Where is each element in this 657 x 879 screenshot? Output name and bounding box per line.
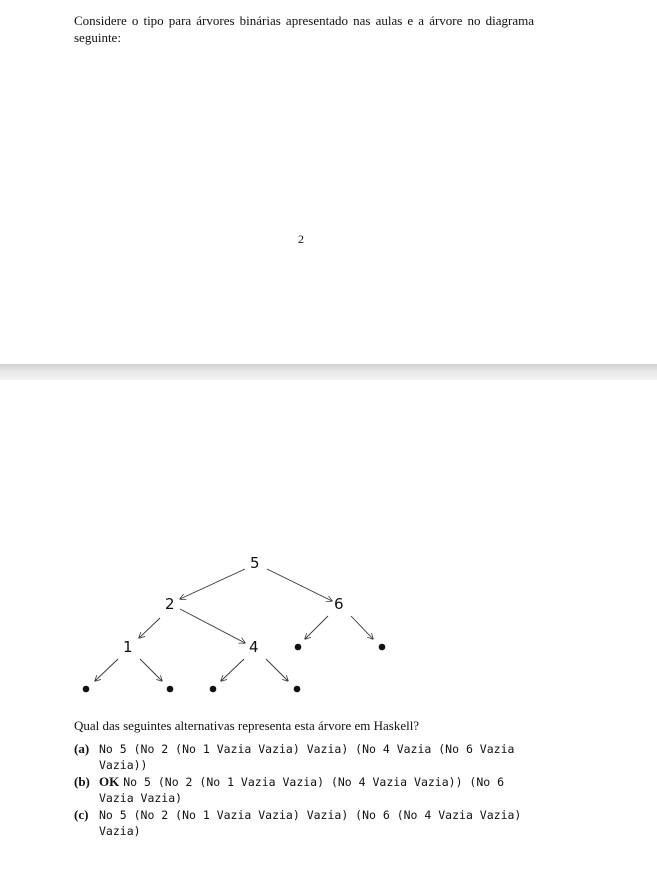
option-label: (b) bbox=[74, 774, 90, 789]
page-number: 2 bbox=[298, 232, 304, 246]
node-2: 2 bbox=[165, 595, 175, 613]
leaf-dot bbox=[378, 643, 386, 651]
option-code-line1: No 5 (No 2 (No 1 Vazia Vazia) Vazia) (No… bbox=[99, 808, 522, 822]
leaf-dot bbox=[293, 685, 301, 693]
edge-4-left bbox=[221, 658, 245, 681]
question-text: Qual das seguintes alternativas represen… bbox=[74, 718, 420, 733]
leaf-dot bbox=[82, 685, 90, 693]
node-4: 4 bbox=[249, 638, 259, 656]
edge-6-right bbox=[350, 615, 373, 639]
option-code-line2: Vazia)) bbox=[99, 758, 148, 772]
edge-1-right bbox=[139, 658, 162, 681]
edge-2-1 bbox=[139, 617, 161, 638]
page-separator bbox=[0, 364, 657, 380]
ok-marker: OK bbox=[99, 774, 120, 789]
edge-4-right bbox=[265, 658, 288, 681]
answer-options: (a) No 5 (No 2 (No 1 Vazia Vazia) Vazia)… bbox=[74, 741, 544, 840]
edge-5-6 bbox=[266, 568, 332, 601]
previous-page: Considere o tipo para árvores binárias a… bbox=[0, 0, 657, 364]
option-label: (a) bbox=[74, 741, 90, 756]
option-code-line1: No 5 (No 2 (No 1 Vazia Vazia) (No 4 Vazi… bbox=[123, 775, 505, 789]
current-page bbox=[0, 380, 657, 879]
edge-6-left bbox=[305, 615, 329, 639]
leaf-dot bbox=[166, 685, 174, 693]
option-a: (a) No 5 (No 2 (No 1 Vazia Vazia) Vazia)… bbox=[74, 741, 544, 773]
node-6: 6 bbox=[334, 595, 344, 613]
option-c: (c) No 5 (No 2 (No 1 Vazia Vazia) Vazia)… bbox=[74, 807, 544, 839]
node-1: 1 bbox=[123, 638, 133, 656]
option-code-line1: No 5 (No 2 (No 1 Vazia Vazia) Vazia) (No… bbox=[99, 742, 515, 756]
edge-1-left bbox=[95, 658, 119, 681]
option-code-line2: Vazia Vazia) bbox=[99, 791, 183, 805]
edge-5-2 bbox=[180, 568, 246, 599]
leaf-dot bbox=[209, 685, 217, 693]
leaf-dot bbox=[294, 643, 302, 651]
intro-paragraph: Considere o tipo para árvores binárias a… bbox=[74, 13, 534, 45]
node-5: 5 bbox=[250, 554, 260, 572]
option-label: (c) bbox=[74, 807, 89, 822]
edge-2-4 bbox=[179, 608, 245, 643]
option-code-line2: Vazia) bbox=[99, 824, 141, 838]
